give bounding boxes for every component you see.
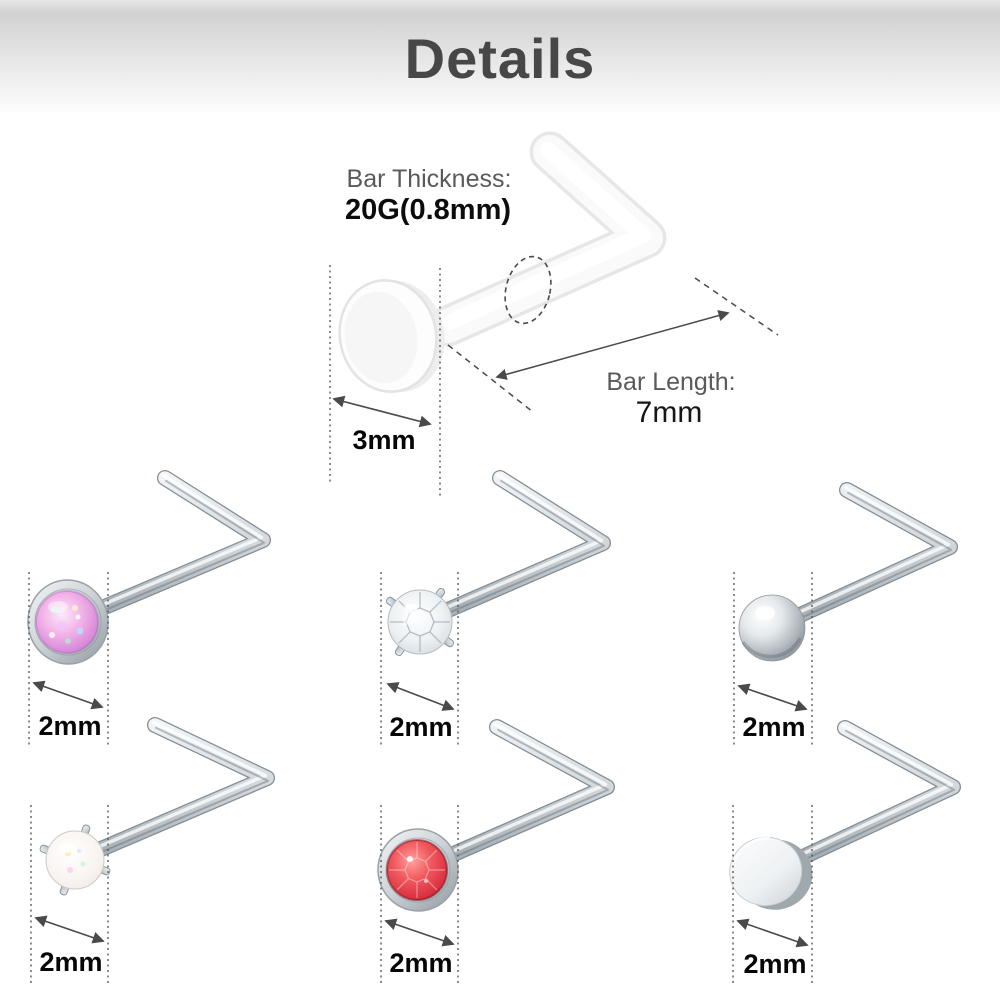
red-cz-head: [377, 828, 459, 912]
bar-thickness-callout-circle: [504, 255, 552, 325]
bar-length-value: 7mm: [635, 396, 703, 429]
head-width-measure: [329, 265, 441, 498]
stud-size-label-1: 2mm: [38, 711, 102, 741]
bar-length-label: Bar Length:: [606, 368, 736, 396]
stud-size-label-6: 2mm: [743, 949, 807, 979]
stud-bar: [99, 470, 271, 614]
stud-bar: [793, 720, 961, 866]
stud-red-cz: [377, 719, 615, 985]
size-measure: [28, 572, 109, 747]
ball-head: [738, 594, 806, 662]
stud-flat-disc: [729, 720, 961, 985]
stud-size-label-3: 2mm: [742, 712, 806, 742]
stud-bar: [93, 717, 275, 857]
bar-thickness-value: 20G(0.8mm): [344, 194, 512, 226]
white-opal-head: [39, 824, 111, 896]
stud-size-label-5: 2mm: [389, 948, 453, 978]
size-measure: [30, 805, 109, 983]
header-banner: Details: [0, 0, 1000, 112]
stud-size-label-2: 2mm: [389, 712, 453, 742]
stud-white-opal: [30, 717, 275, 983]
size-diagram: [329, 131, 779, 498]
size-measure: [380, 572, 459, 747]
stud-size-label-4: 2mm: [39, 947, 103, 977]
pink-opal-head: [27, 579, 109, 665]
clear-retainer-stud: [338, 131, 667, 393]
page-title: Details: [404, 27, 596, 90]
head-width-value: 3mm: [352, 425, 416, 455]
bar-thickness-label: Bar Thickness:: [346, 165, 512, 193]
stud-clear-cz: [380, 470, 611, 747]
clear-cz-head: [385, 587, 455, 657]
size-measure: [380, 805, 459, 985]
stud-bar: [448, 719, 615, 861]
size-measure: [733, 572, 813, 747]
stud-silver-ball: [733, 482, 958, 747]
flat-disc-head: [729, 836, 813, 910]
bar-length-measure: [447, 277, 779, 413]
stud-bar: [440, 470, 611, 618]
stud-pink-opal: [27, 470, 271, 747]
size-measure: [732, 805, 813, 985]
stud-bar: [790, 482, 958, 624]
